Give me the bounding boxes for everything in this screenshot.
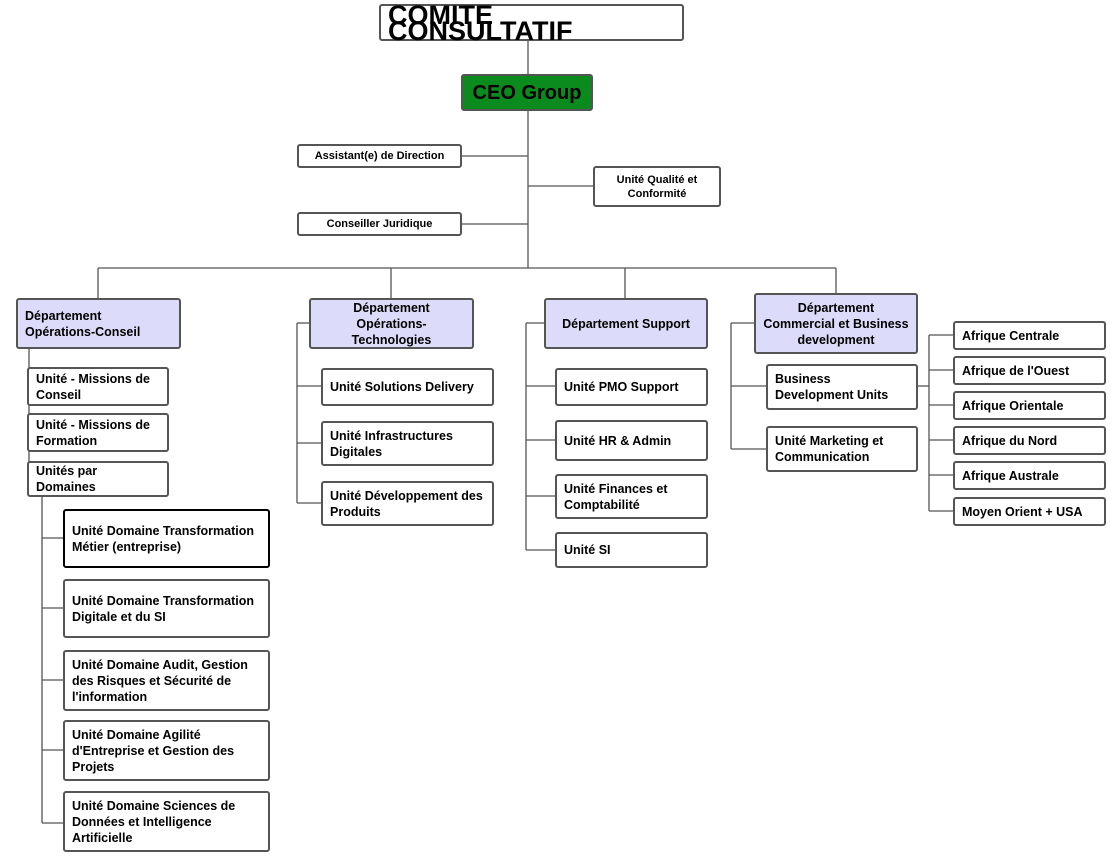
domain-audit-risques: Unité Domaine Audit, Gestion des Risques…: [63, 650, 270, 711]
region-moyen-orient-usa-label: Moyen Orient + USA: [962, 504, 1083, 519]
domain-sciences-donnees-label: Unité Domaine Sciences de Données et Int…: [72, 798, 236, 845]
region-afrique-ouest-label: Afrique de l'Ouest: [962, 363, 1070, 378]
unit-solutions-delivery: Unité Solutions Delivery: [321, 368, 494, 406]
domain-transformation-metier: Unité Domaine Transformation Métier (ent…: [63, 509, 270, 568]
domain-agilite-projets-label: Unité Domaine Agilité d'Entreprise et Ge…: [72, 727, 235, 774]
dept-operations-technologies: Département Opérations-Technologies: [309, 298, 474, 349]
unit-business-development-label: Business Development Units: [775, 372, 889, 402]
region-afrique-ouest: Afrique de l'Ouest: [953, 356, 1106, 385]
unit-si-label: Unité SI: [564, 543, 611, 557]
unit-finances-comptabilite: Unité Finances et Comptabilité: [555, 474, 708, 519]
unit-missions-formation: Unité - Missions de Formation: [27, 413, 169, 452]
unit-pmo-support-label: Unité PMO Support: [564, 380, 679, 394]
domain-transformation-digitale: Unité Domaine Transformation Digitale et…: [63, 579, 270, 638]
unit-hr-admin: Unité HR & Admin: [555, 420, 708, 461]
domain-agilite-projets: Unité Domaine Agilité d'Entreprise et Ge…: [63, 720, 270, 781]
unit-infrastructures-digitales: Unité Infrastructures Digitales: [321, 421, 494, 466]
ceo-group-box: CEO Group: [461, 74, 593, 111]
dept-operations-technologies-label: Département Opérations-Technologies: [351, 300, 432, 347]
dept-operations-conseil-label: Département Opérations-Conseil: [25, 308, 141, 339]
domain-sciences-donnees: Unité Domaine Sciences de Données et Int…: [63, 791, 270, 852]
region-afrique-nord-label: Afrique du Nord: [962, 433, 1058, 448]
region-afrique-orientale-label: Afrique Orientale: [962, 398, 1064, 413]
domain-transformation-digitale-label: Unité Domaine Transformation Digitale et…: [72, 593, 254, 624]
unit-par-domaines-label: Unités par Domaines: [36, 464, 98, 494]
dept-operations-conseil: Département Opérations-Conseil: [16, 298, 181, 349]
unit-solutions-delivery-label: Unité Solutions Delivery: [330, 380, 474, 394]
ceo-group-label: CEO Group: [472, 81, 582, 104]
assistant-direction-label: Assistant(e) de Direction: [314, 150, 445, 162]
domain-audit-risques-label: Unité Domaine Audit, Gestion des Risques…: [72, 657, 248, 704]
dept-support-label: Département Support: [562, 316, 690, 331]
conseiller-juridique-label: Conseiller Juridique: [326, 218, 433, 230]
unit-hr-admin-label: Unité HR & Admin: [564, 433, 672, 448]
region-afrique-orientale: Afrique Orientale: [953, 391, 1106, 420]
assistant-direction-box: Assistant(e) de Direction: [297, 144, 462, 168]
region-afrique-australe: Afrique Australe: [953, 461, 1106, 490]
region-afrique-centrale-label: Afrique Centrale: [962, 328, 1060, 343]
dept-commercial: Département Commercial et Business devel…: [754, 293, 918, 354]
region-afrique-nord: Afrique du Nord: [953, 426, 1106, 455]
unit-infrastructures-digitales-label: Unité Infrastructures Digitales: [330, 428, 453, 459]
unit-missions-formation-label: Unité - Missions de Formation: [36, 417, 150, 448]
unit-business-development: Business Development Units: [766, 364, 918, 410]
qualite-conformite-box: Unité Qualité et Conformité: [593, 166, 721, 207]
domain-transformation-metier-label: Unité Domaine Transformation Métier (ent…: [72, 523, 254, 554]
unit-developpement-produits-label: Unité Développement des Produits: [330, 488, 483, 519]
region-moyen-orient-usa: Moyen Orient + USA: [953, 497, 1106, 526]
unit-marketing-communication: Unité Marketing et Communication: [766, 426, 918, 472]
comite-consultatif-label: COMITE CONSULTATIF: [388, 0, 573, 46]
unit-marketing-communication-label: Unité Marketing et Communication: [775, 434, 884, 464]
unit-developpement-produits: Unité Développement des Produits: [321, 481, 494, 526]
dept-commercial-label: Département Commercial et Business devel…: [763, 300, 909, 347]
unit-pmo-support: Unité PMO Support: [555, 368, 708, 406]
unit-par-domaines: Unités par Domaines: [27, 461, 169, 497]
qualite-conformite-label: Unité Qualité et Conformité: [616, 173, 698, 200]
comite-consultatif-box: COMITE CONSULTATIF: [379, 0, 684, 46]
dept-support: Département Support: [544, 298, 708, 349]
unit-missions-conseil: Unité - Missions de Conseil: [27, 367, 169, 406]
unit-finances-comptabilite-label: Unité Finances et Comptabilité: [564, 481, 668, 512]
region-afrique-centrale: Afrique Centrale: [953, 321, 1106, 350]
unit-si: Unité SI: [555, 532, 708, 568]
unit-missions-conseil-label: Unité - Missions de Conseil: [36, 371, 150, 402]
conseiller-juridique-box: Conseiller Juridique: [297, 212, 462, 236]
region-afrique-australe-label: Afrique Australe: [962, 468, 1059, 483]
